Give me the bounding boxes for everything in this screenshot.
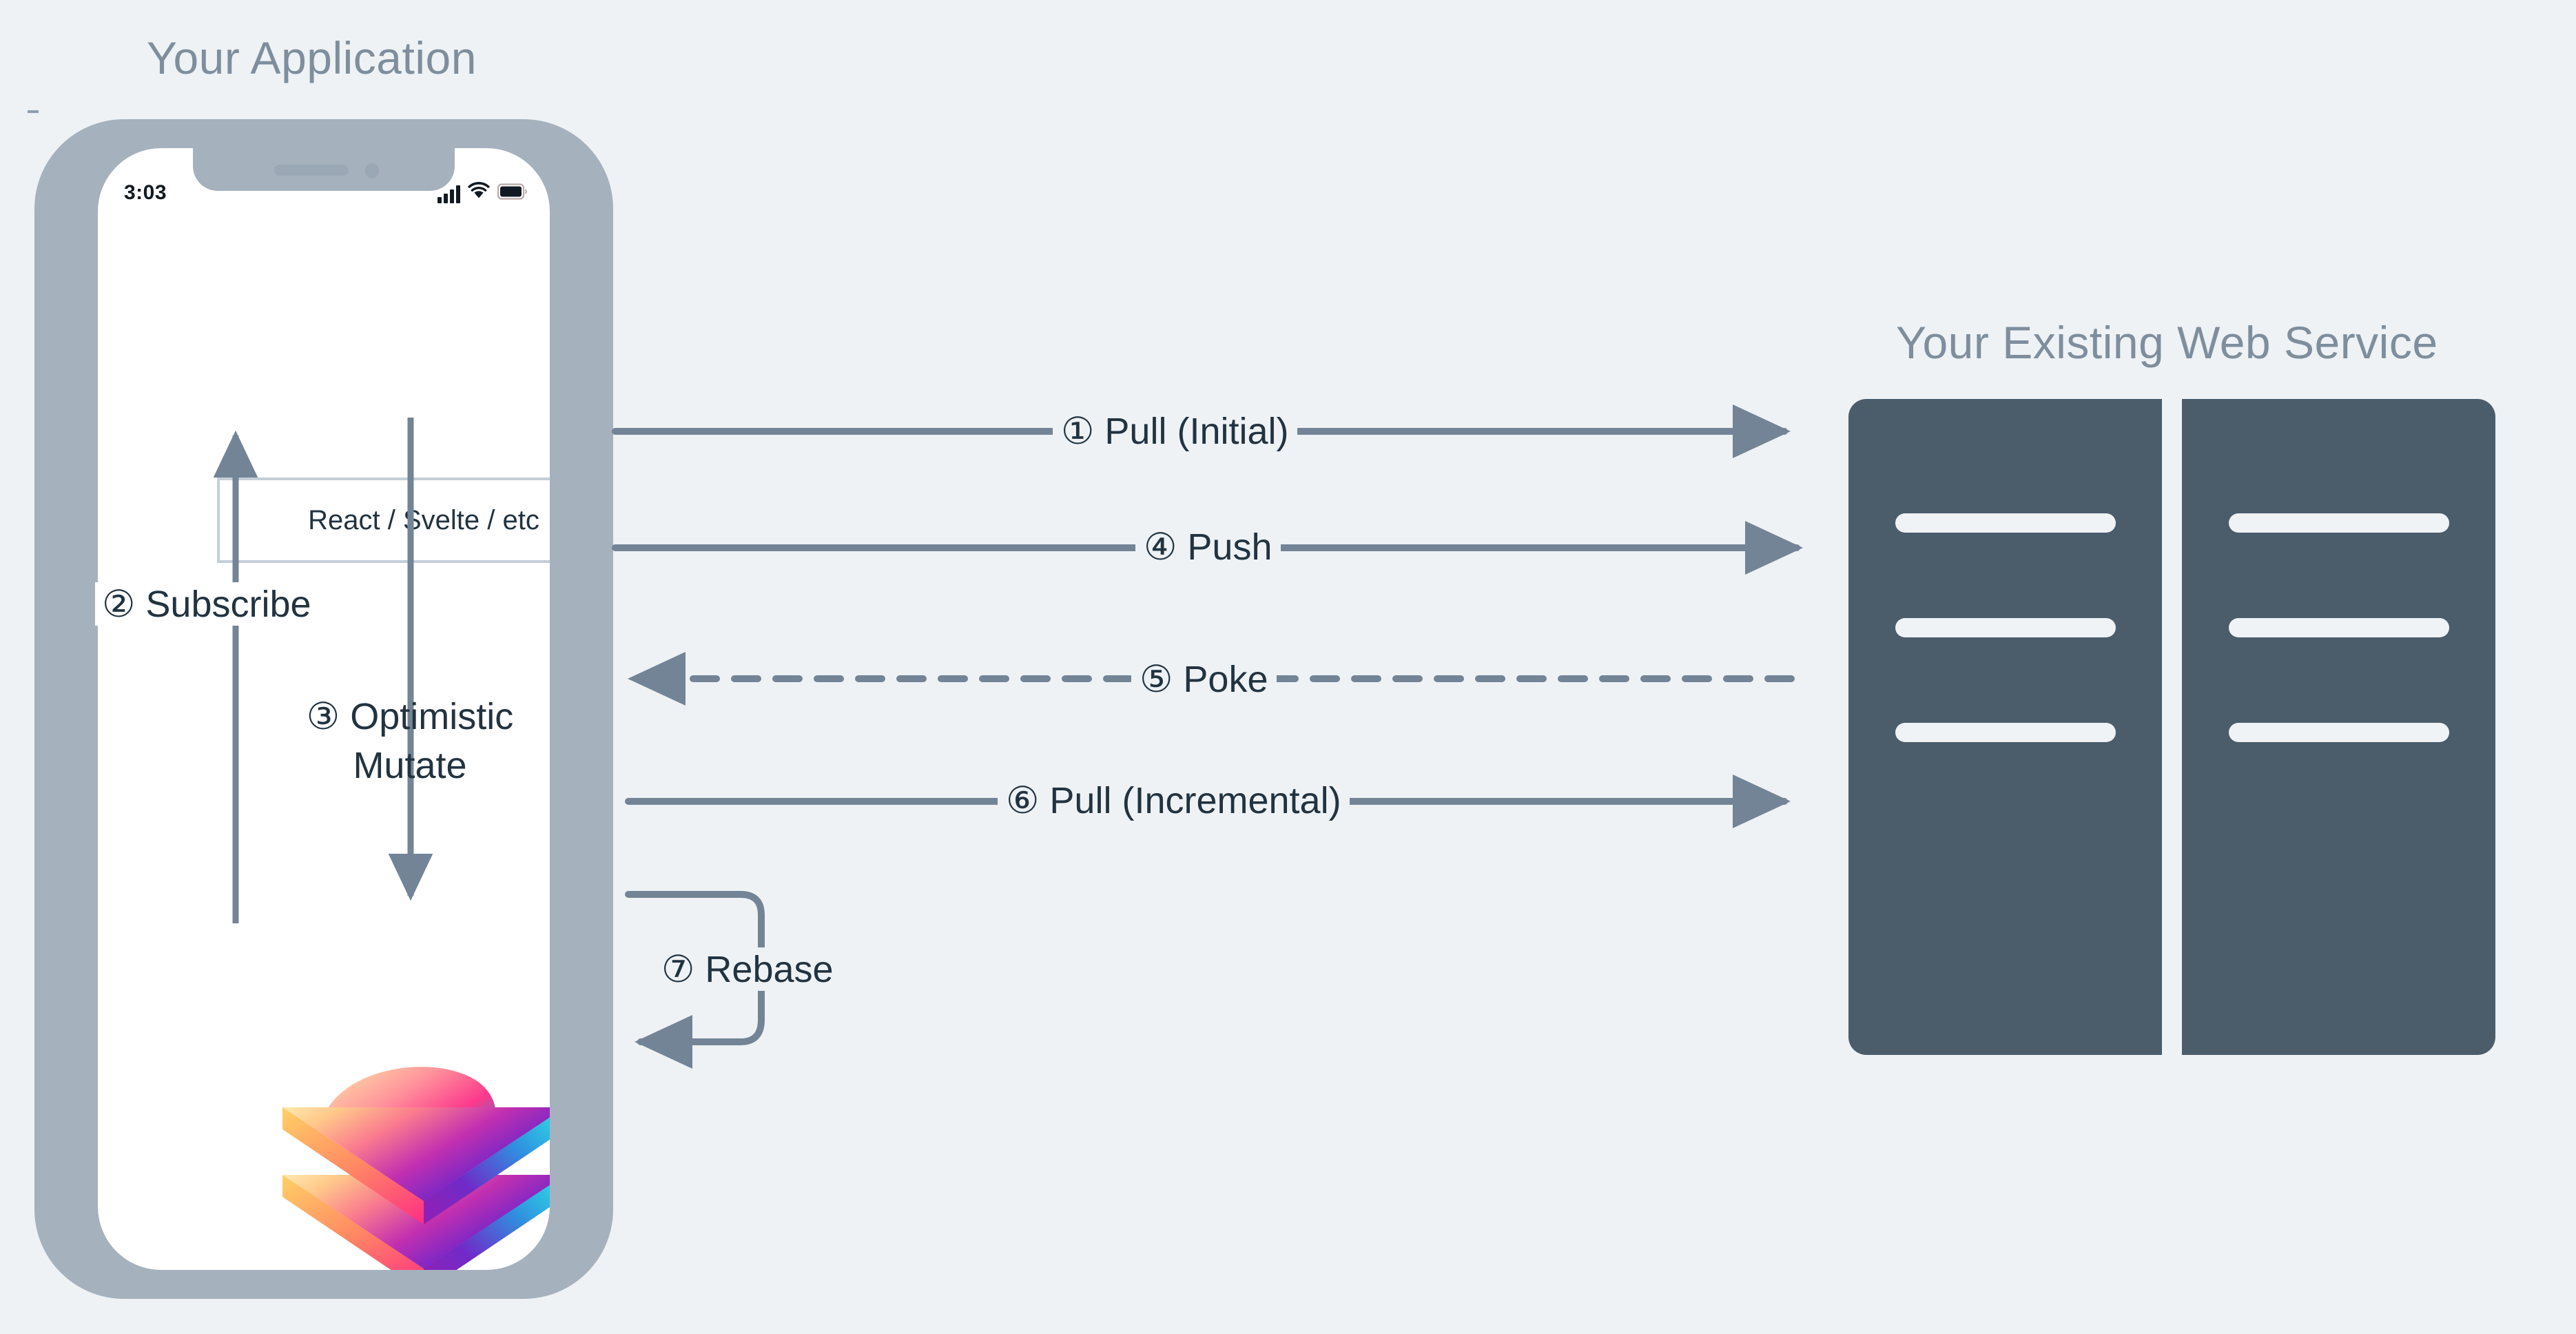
dash-artifact	[28, 110, 39, 113]
step-label-mutate-line1: ③ Optimistic	[306, 696, 514, 737]
server-rack-left	[1848, 399, 2162, 1055]
step-label-push: ④ Push	[1135, 525, 1281, 568]
ui-framework-label: React / Svelte / etc	[308, 504, 539, 535]
rack-bar	[2229, 513, 2449, 533]
cellular-signal-icon	[437, 185, 460, 203]
speaker-icon	[274, 165, 349, 176]
server-rack-right	[2182, 399, 2495, 1055]
camera-icon	[365, 163, 379, 178]
step-label-mutate-line2: Mutate	[353, 745, 467, 787]
step-label-optimistic-mutate: ③ Optimistic Mutate	[262, 692, 558, 791]
ui-framework-box[interactable]: React / Svelte / etc	[217, 478, 550, 563]
status-bar-time: 3:03	[124, 181, 167, 204]
replicache-logo-icon	[276, 1065, 550, 1270]
wifi-icon	[467, 182, 491, 203]
web-service-title: Your Existing Web Service	[1896, 317, 2438, 368]
phone-notch	[193, 148, 455, 191]
step-label-pull-incremental: ⑥ Pull (Incremental)	[998, 779, 1350, 822]
rack-bar	[2229, 723, 2449, 742]
rack-bar	[2229, 618, 2449, 637]
rack-bar	[1895, 618, 2116, 637]
step-label-pull-initial: ① Pull (Initial)	[1053, 409, 1297, 453]
battery-icon	[497, 183, 528, 203]
step-label-poke: ⑤ Poke	[1131, 657, 1277, 701]
phone-screen: 3:03	[98, 148, 550, 1270]
step-label-subscribe: ② Subscribe	[95, 582, 318, 626]
rack-bar	[1895, 513, 2116, 533]
application-title: Your Application	[147, 32, 477, 83]
status-bar-icons	[437, 180, 528, 203]
step-label-rebase: ⑦ Rebase	[653, 947, 842, 991]
phone-device: 3:03	[34, 119, 613, 1299]
rack-bar	[1895, 723, 2116, 742]
